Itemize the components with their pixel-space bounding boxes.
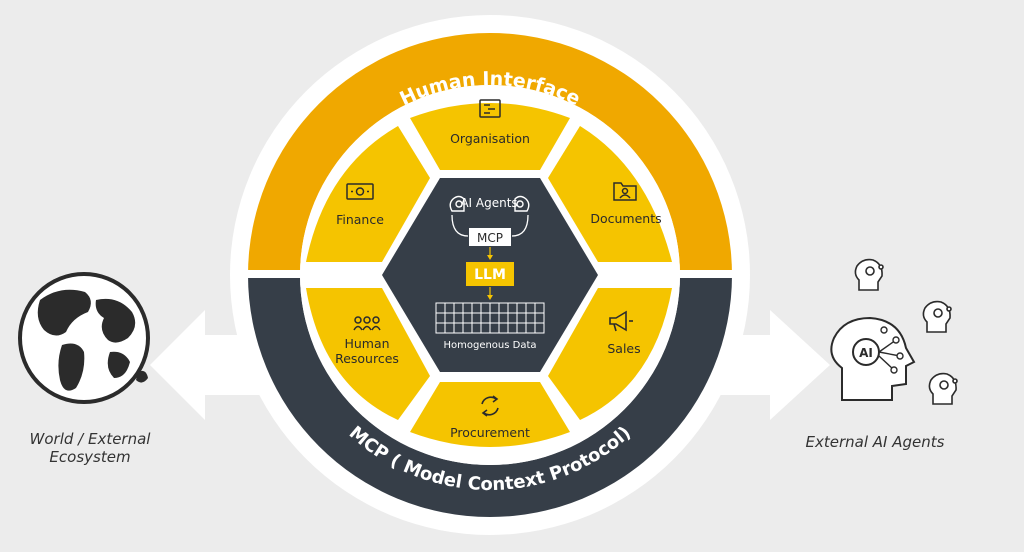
llm-to-data-arrowhead	[487, 295, 493, 300]
llm-box	[466, 262, 514, 286]
globe-icon	[18, 272, 150, 404]
segment-organisation-label: Organisation	[450, 131, 530, 146]
megaphone-icon	[609, 310, 633, 332]
ai-agents-label: AI Agents	[460, 196, 517, 210]
segment-hr-label-line1: Human	[344, 336, 389, 351]
mini-agent-icon-1	[854, 258, 884, 291]
people-group-icon	[353, 316, 381, 331]
ai-head-label: AI	[859, 346, 873, 360]
segment-sales[interactable]: Sales	[548, 288, 672, 420]
money-bill-icon	[346, 183, 374, 200]
mcp-to-llm-arrowhead	[487, 255, 493, 260]
segment-organisation[interactable]: Organisation	[410, 99, 570, 170]
llm-box-label: LLM	[474, 267, 506, 283]
segment-sales-label: Sales	[607, 341, 640, 356]
world-caption-line1: World / External	[29, 430, 151, 448]
cycle-arrows-icon	[481, 395, 499, 417]
mcp-box-label: MCP	[477, 231, 503, 245]
segment-finance-label: Finance	[336, 212, 384, 227]
agents-connector	[451, 214, 529, 237]
mini-agent-icon-3	[928, 372, 958, 405]
gear-head-icon-left	[449, 195, 465, 212]
data-grid	[435, 302, 545, 334]
mini-agent-icon-2	[922, 300, 952, 333]
segment-finance[interactable]: Finance	[306, 126, 430, 262]
segment-documents[interactable]: Documents	[548, 126, 672, 262]
gear-head-icon-right	[514, 195, 530, 212]
mcp-box	[469, 228, 511, 246]
segment-human-resources[interactable]: Human Resources	[306, 288, 430, 420]
segment-procurement[interactable]: Procurement	[410, 382, 570, 447]
folder-people-icon	[613, 182, 637, 201]
external-agents-caption: External AI Agents	[805, 433, 945, 451]
homogenous-data-label: Homogenous Data	[443, 340, 536, 351]
segment-hr-label-line2: Resources	[335, 351, 399, 366]
ai-head-icon: AI	[830, 316, 916, 401]
org-chart-icon	[479, 99, 501, 118]
world-caption: World / External Ecosystem	[10, 430, 170, 466]
right-arrow	[720, 310, 830, 420]
world-caption-line2: Ecosystem	[49, 448, 131, 466]
segment-documents-label: Documents	[590, 211, 661, 226]
left-arrow	[150, 310, 260, 420]
segment-procurement-label: Procurement	[450, 425, 530, 440]
